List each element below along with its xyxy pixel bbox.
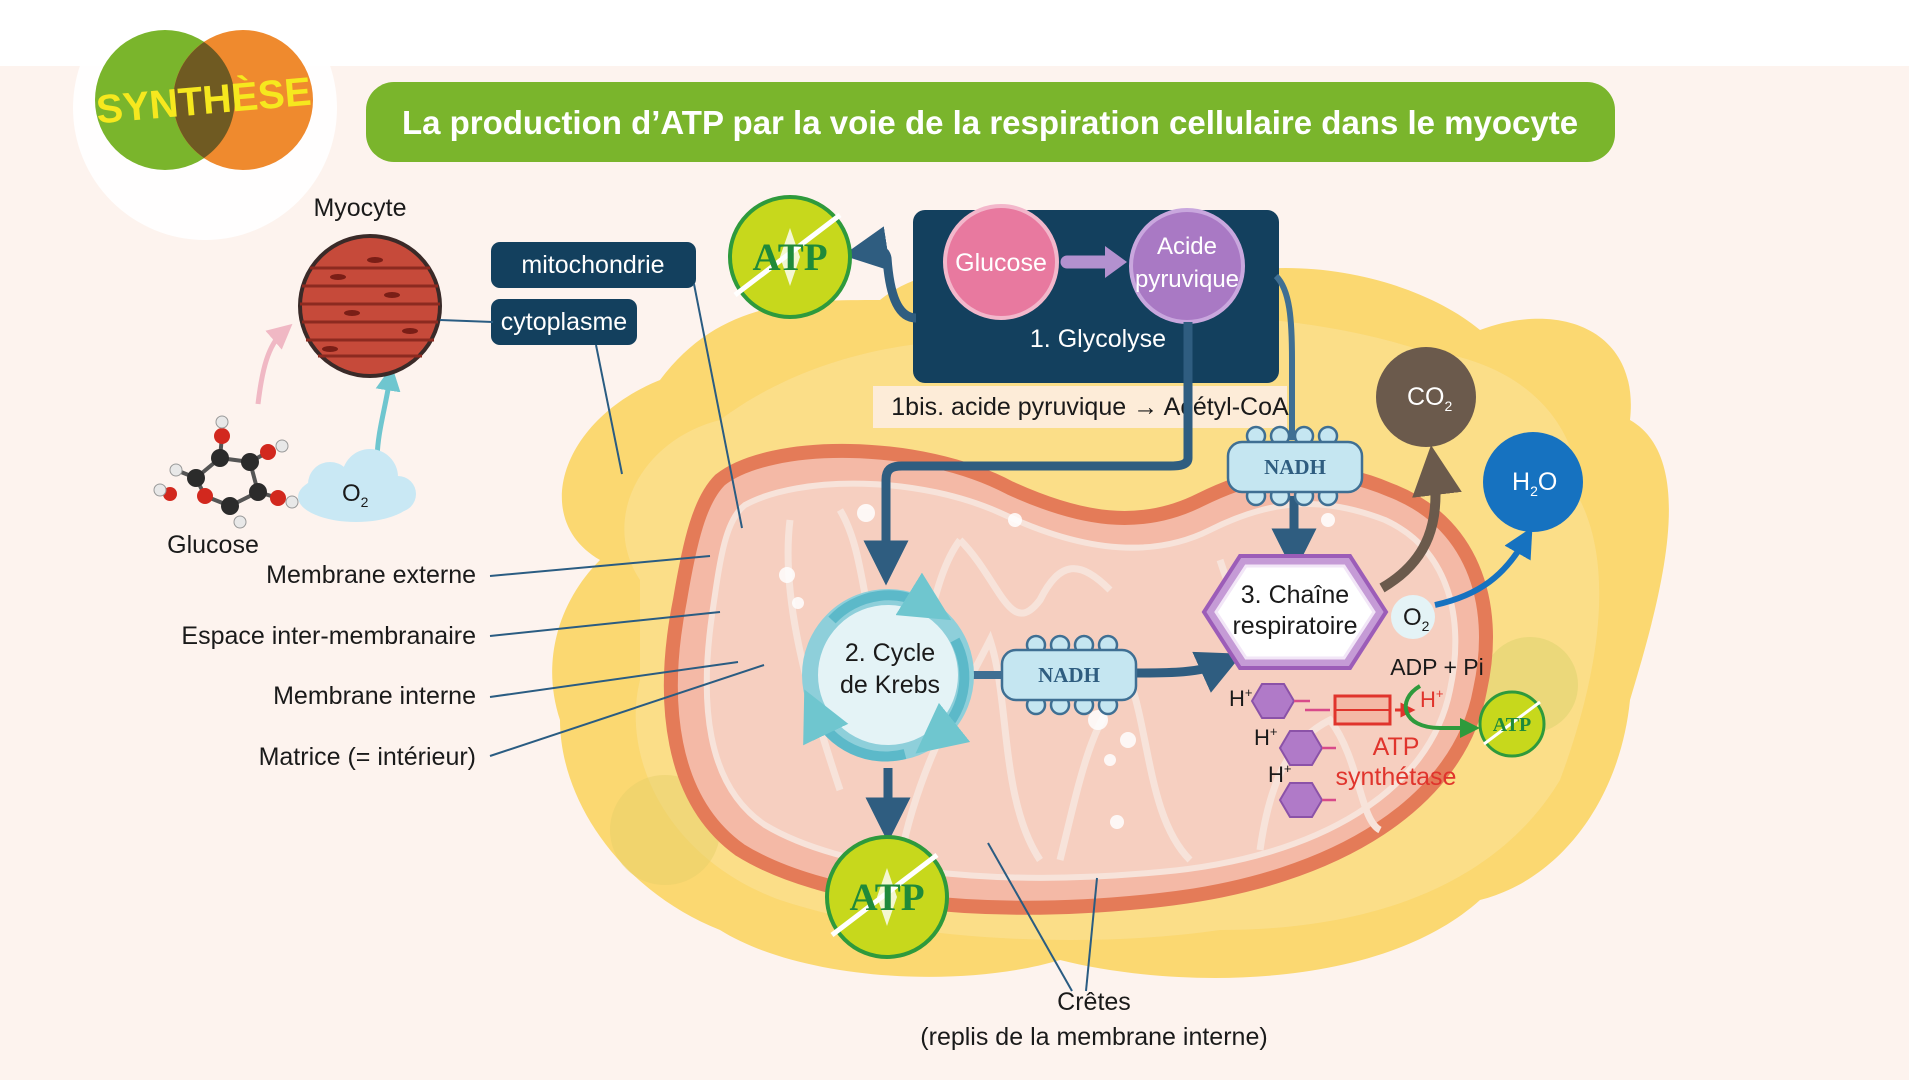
tag-cytoplasme-label: cytoplasme [501, 308, 627, 336]
nadh-label-middle: NADH [1038, 663, 1100, 687]
arrow-o2-to-myocyte [374, 365, 401, 459]
atp-badge-synthase: ATP [1478, 690, 1546, 758]
atp-badge-krebs: ATP [825, 835, 949, 959]
glycolysis-box: Glucose Acide pyruvique 1. Glycolyse [913, 204, 1279, 383]
atp-label-krebs: ATP [849, 876, 924, 919]
legend-espace: Espace inter-membranaire [181, 622, 476, 650]
legend-matrice: Matrice (= intérieur) [259, 743, 476, 771]
nadh-label-top: NADH [1264, 455, 1326, 479]
title-banner: La production d’ATP par la voie de la re… [366, 82, 1615, 162]
o2-cloud-main: O [342, 480, 361, 507]
h2o-b: O [1538, 468, 1557, 496]
glucose-molecule-label: Glucose [167, 531, 259, 559]
adp-label: ADP + Pi [1390, 654, 1484, 680]
cretes-label-1: Crêtes [1057, 988, 1131, 1016]
synthese-badge: SYNTHÈSE [73, 0, 337, 240]
legend-membrane-interne: Membrane interne [273, 682, 476, 710]
h-plus-2: H [1254, 725, 1270, 750]
h-plus-synthase: H [1420, 687, 1436, 712]
atp-label-synthase: ATP [1493, 714, 1532, 736]
cretes-label-2: (replis de la membrane interne) [920, 1023, 1267, 1051]
myocyte-cell [298, 234, 442, 378]
svg-text:H+: H+ [1420, 686, 1443, 712]
svg-text:H+: H+ [1268, 761, 1291, 787]
glycolysis-label: 1. Glycolyse [1030, 325, 1166, 353]
glucose-node-label: Glucose [955, 249, 1047, 277]
h2o-node: H2O [1483, 432, 1583, 532]
glucose-molecule [153, 415, 299, 529]
myocyte-label: Myocyte [313, 194, 406, 222]
proton-pumps [1250, 683, 1336, 818]
o2-chain-bubble: O2 [1391, 595, 1435, 639]
respiratory-chain: 3. Chaîne respiratoire [1201, 554, 1389, 670]
arrow-nadh-to-chain-2 [1134, 651, 1243, 693]
chain-label-2: respiratoire [1232, 612, 1357, 640]
co2-node: CO2 [1376, 347, 1476, 447]
nadh-capsule-middle: NADH [1000, 634, 1138, 716]
step-1bis-label: 1bis. acide pyruvique → Acétyl-CoA [891, 393, 1289, 421]
h2o-sub: 2 [1530, 483, 1538, 499]
page-title: La production d’ATP par la voie de la re… [402, 104, 1578, 141]
arrow-box-to-nadh [1273, 273, 1295, 440]
acide-pyruvique-label-2: pyruvique [1135, 266, 1239, 293]
atp-badge-glycolysis: ATP [728, 195, 852, 319]
svg-text:O2: O2 [342, 480, 369, 510]
arrow-pyruvate-to-krebs [863, 322, 1193, 586]
h-plus-3: H [1268, 762, 1284, 787]
nadh-capsule-top: NADH [1226, 425, 1364, 507]
o2-cloud: O2 [298, 449, 416, 522]
o2-chain-sub: 2 [1422, 618, 1430, 634]
arrow-o2-to-h2o [1434, 526, 1533, 608]
o2-chain-main: O [1403, 604, 1422, 631]
arrow-chain-to-co2 [1379, 445, 1462, 593]
h2o-a: H [1512, 468, 1530, 496]
step-1bis-box [873, 386, 1287, 428]
h-plus-labels: H+ H+ H+ [1229, 685, 1291, 787]
svg-text:H2O: H2O [1512, 468, 1557, 499]
legend-membrane-externe: Membrane externe [266, 561, 476, 589]
tag-mitochondrie-label: mitochondrie [521, 251, 664, 279]
h-plus-1: H [1229, 686, 1245, 711]
arrow-glycolysis-to-atp [842, 226, 917, 323]
glucose-node [943, 204, 1059, 320]
acide-pyruvique-label-1: Acide [1157, 233, 1217, 260]
synthase-label-1: ATP [1373, 733, 1420, 761]
co2-sub: 2 [1445, 398, 1453, 414]
arrow-glucose-to-myocyte [255, 323, 293, 405]
atp-synthase: ADP + Pi H+ ATP synthétase [1305, 654, 1484, 791]
co2-main: CO [1407, 383, 1445, 411]
tag-mitochondrie: mitochondrie [491, 242, 696, 288]
atp-label-glycolysis: ATP [752, 236, 827, 279]
leader-lines [439, 283, 1098, 992]
krebs-cycle: 2. Cycle de Krebs [802, 572, 974, 762]
tag-cytoplasme: cytoplasme [491, 299, 637, 345]
svg-text:H+: H+ [1254, 724, 1277, 750]
krebs-label-2: de Krebs [840, 671, 940, 699]
o2-cloud-sub: 2 [361, 494, 369, 510]
synthase-label-2: synthétase [1336, 763, 1457, 791]
svg-text:CO2: CO2 [1407, 383, 1453, 414]
krebs-label-1: 2. Cycle [845, 639, 935, 667]
chain-label-1: 3. Chaîne [1241, 581, 1349, 609]
svg-text:O2: O2 [1403, 604, 1430, 634]
svg-text:H+: H+ [1229, 685, 1252, 711]
